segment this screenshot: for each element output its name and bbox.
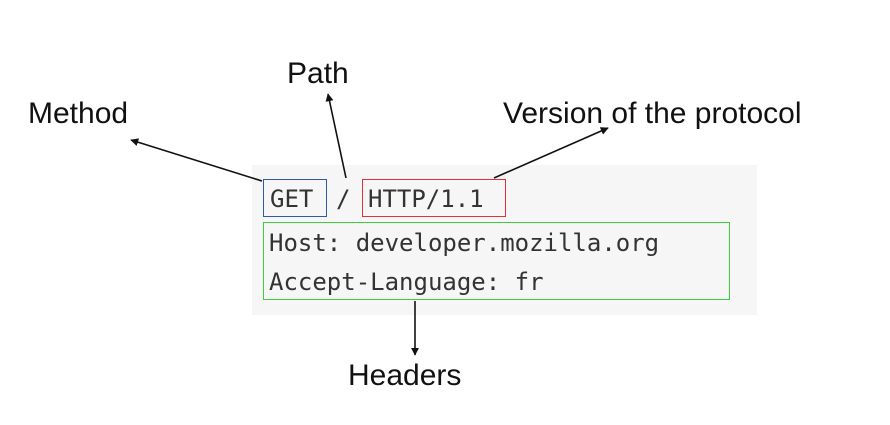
path-label: Path (287, 57, 349, 90)
headers-label: Headers (348, 359, 462, 392)
path-text: / (336, 185, 351, 213)
version-label: Version of the protocol (503, 97, 802, 130)
version-box (362, 179, 506, 217)
code-block (252, 165, 757, 315)
method-box (263, 179, 327, 217)
path-arrow (325, 93, 347, 179)
method-arrow (130, 138, 263, 182)
version-arrow (493, 127, 609, 179)
headers-box (263, 222, 730, 300)
method-text: GET (270, 185, 314, 213)
header-line: Host: developer.mozilla.org (269, 229, 660, 257)
header-line: Accept-Language: fr (269, 268, 544, 296)
method-label: Method (28, 97, 129, 130)
version-text: HTTP/1.1 (368, 185, 484, 213)
